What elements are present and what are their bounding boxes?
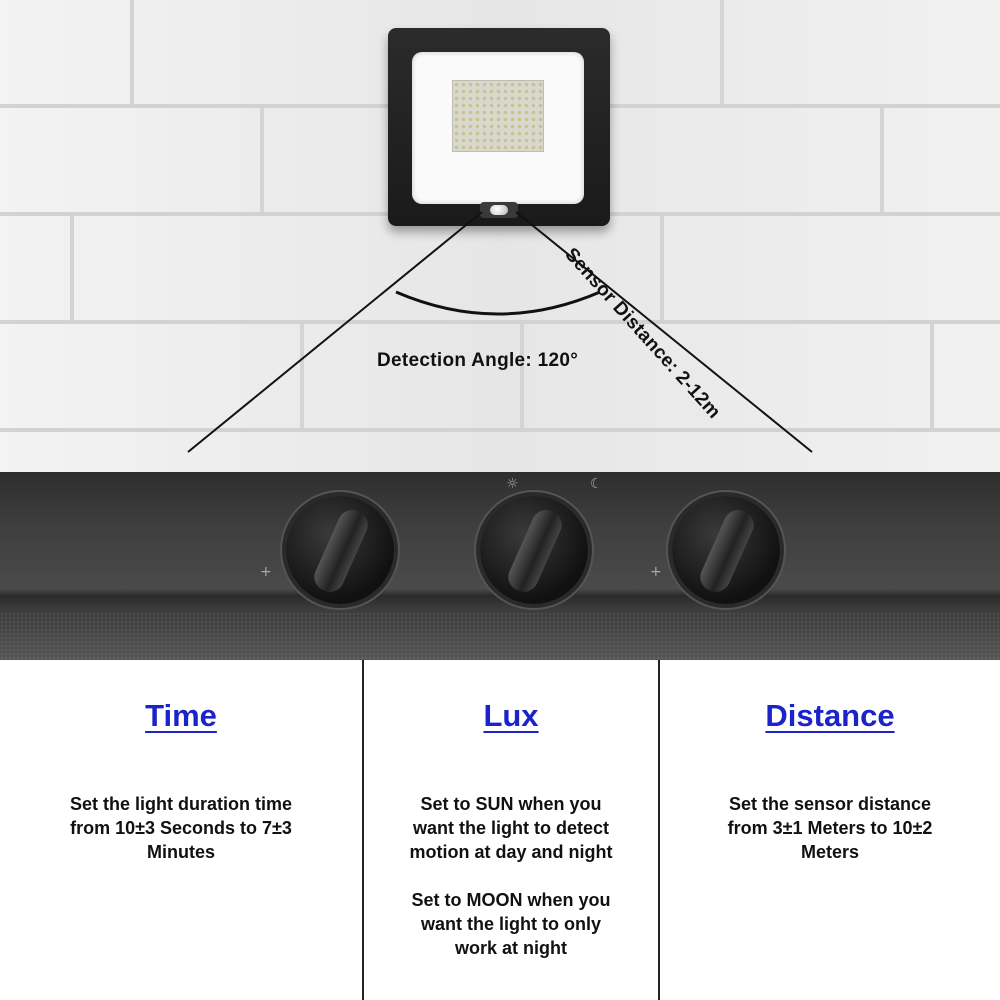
- knob-grip: [309, 505, 373, 597]
- brick-joint: [880, 108, 884, 212]
- brick-joint: [70, 216, 74, 320]
- brick-joint: [930, 324, 934, 428]
- settings-info: Time Set the light duration time from 10…: [0, 660, 1000, 1000]
- floodlight: [388, 28, 610, 226]
- time-knob: [286, 496, 394, 604]
- detection-angle-label: Detection Angle: 120°: [377, 350, 579, 371]
- pir-sensor: [480, 202, 518, 218]
- distance-description: Set the sensor distance from 3±1 Meters …: [727, 794, 933, 862]
- lamp-frame: [412, 52, 584, 204]
- lux-title: Lux: [483, 698, 539, 733]
- brick-joint: [720, 0, 724, 104]
- brick-joint: [130, 0, 134, 104]
- detection-line-left: [187, 211, 483, 453]
- product-photo-wall: Detection Angle: 120° Sensor Distance: 2…: [0, 0, 1000, 472]
- lux-description: Set to SUN when you want the light to de…: [409, 794, 613, 958]
- sun-icon: ☼: [506, 476, 519, 492]
- detection-line-right: [515, 211, 813, 453]
- lux-column: Lux Set to SUN when you want the light t…: [364, 660, 658, 1000]
- plus-mark: +: [650, 564, 662, 580]
- detection-angle-arc: [395, 290, 601, 316]
- time-title: Time: [145, 698, 217, 733]
- detection-diagram: [187, 211, 813, 453]
- column-divider: [658, 660, 660, 1000]
- distance-column: Distance Set the sensor distance from 3±…: [660, 660, 1000, 1000]
- knob-grip: [503, 505, 567, 597]
- column-divider: [362, 660, 364, 1000]
- brick-joint: [660, 216, 664, 320]
- plus-mark: +: [260, 564, 272, 580]
- time-column: Time Set the light duration time from 10…: [0, 660, 362, 1000]
- distance-knob: [672, 496, 780, 604]
- led-panel: [452, 80, 544, 152]
- brick-joint: [260, 108, 264, 212]
- distance-title: Distance: [765, 698, 895, 733]
- brick-joint: [300, 324, 304, 428]
- lux-knob: [480, 496, 588, 604]
- control-panel-photo: + ☼ ☾ +: [0, 472, 1000, 660]
- moon-icon: ☾: [590, 476, 603, 492]
- brick-joint: [520, 324, 524, 428]
- knob-grip: [695, 505, 759, 597]
- time-description: Set the light duration time from 10±3 Se…: [69, 794, 292, 862]
